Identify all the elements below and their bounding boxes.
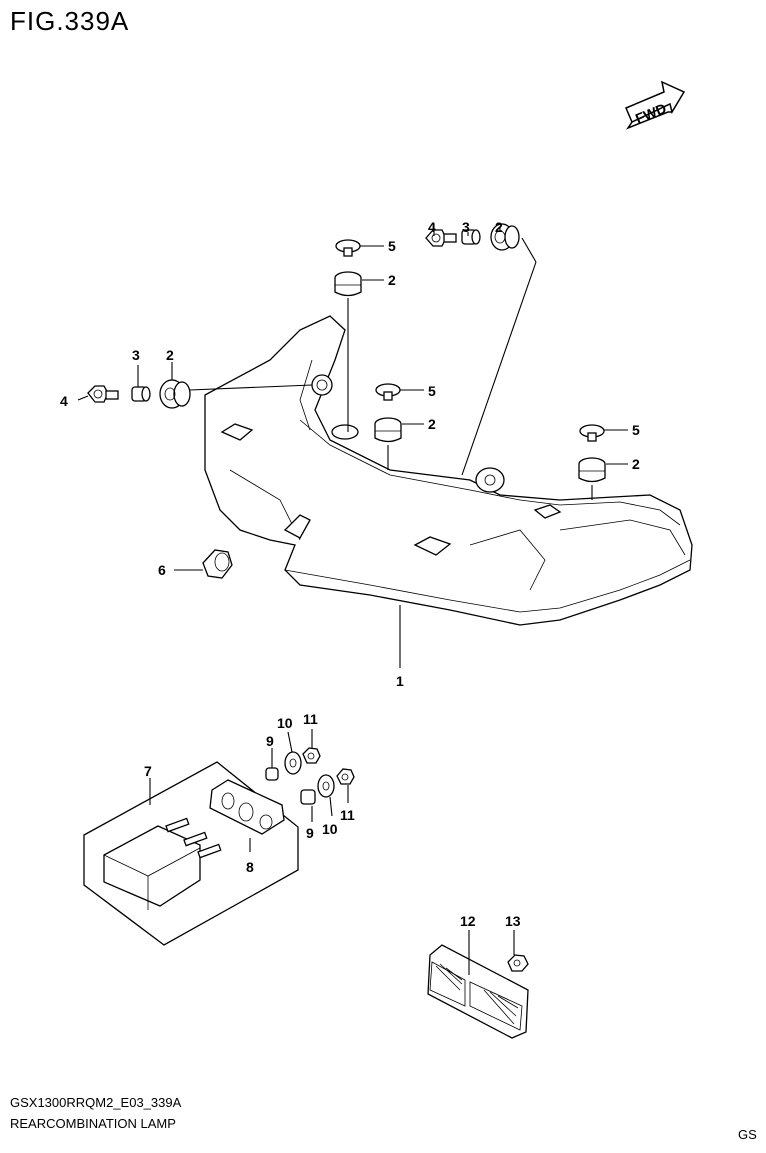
screw-right[interactable] (579, 424, 605, 442)
callout-2-mid: 2 (428, 416, 436, 432)
callout-9-upper: 9 (266, 733, 274, 749)
grommet-mid[interactable] (374, 417, 402, 443)
washer-lower[interactable] (317, 774, 335, 798)
callout-2-top: 2 (388, 272, 396, 288)
market-tag: GS (738, 1127, 757, 1142)
grommet-top-right[interactable] (490, 223, 520, 251)
callout-9-lower: 9 (306, 825, 314, 841)
callout-1: 1 (396, 673, 404, 689)
callout-3-top: 3 (462, 219, 470, 235)
callout-2-right: 2 (632, 456, 640, 472)
collar-top[interactable] (461, 229, 481, 245)
collar-left[interactable] (131, 386, 151, 402)
grommet-top[interactable] (334, 271, 362, 297)
callout-4-left: 4 (60, 393, 68, 409)
nut-lower[interactable] (336, 768, 355, 785)
callout-7: 7 (144, 763, 152, 779)
spacer-upper[interactable] (265, 767, 279, 781)
callout-6: 6 (158, 562, 166, 578)
callout-5-right: 5 (632, 422, 640, 438)
bolt-left[interactable] (87, 385, 119, 403)
lamp-gasket[interactable] (209, 779, 285, 835)
grommet-left[interactable] (159, 379, 191, 409)
nut-upper[interactable] (302, 747, 321, 764)
callout-3-left: 3 (132, 347, 140, 363)
callout-10-upper: 10 (277, 715, 293, 731)
figure-title: FIG.339A (10, 6, 130, 36)
model-code: GSX1300RRQM2_E03_339A (10, 1095, 182, 1110)
screw-mid[interactable] (375, 383, 401, 401)
bolt-top[interactable] (425, 229, 457, 247)
rear-combination-lamp[interactable] (204, 315, 693, 626)
callout-2-left: 2 (166, 347, 174, 363)
section-name: REARCOMBINATION LAMP (10, 1116, 176, 1131)
screw-top[interactable] (335, 239, 361, 257)
callout-2-top-right: 2 (495, 219, 503, 235)
callout-11-upper: 11 (303, 711, 318, 727)
fwd-arrow-icon: FWD (625, 80, 686, 130)
callout-5-mid: 5 (428, 383, 436, 399)
callout-5-top: 5 (388, 238, 396, 254)
callout-11-lower: 11 (340, 807, 355, 823)
grommet-right[interactable] (578, 457, 606, 483)
washer-upper[interactable] (284, 751, 302, 775)
callout-4-top: 4 (428, 219, 436, 235)
callout-8: 8 (246, 859, 254, 875)
reflector[interactable] (427, 944, 529, 1039)
callout-12: 12 (460, 913, 476, 929)
callout-13: 13 (505, 913, 521, 929)
bulb-unit[interactable] (103, 817, 222, 910)
spacer-lower[interactable] (300, 789, 316, 805)
callout-10-lower: 10 (322, 821, 338, 837)
reflector-nut[interactable] (507, 954, 529, 972)
bulb-socket[interactable] (202, 549, 233, 579)
